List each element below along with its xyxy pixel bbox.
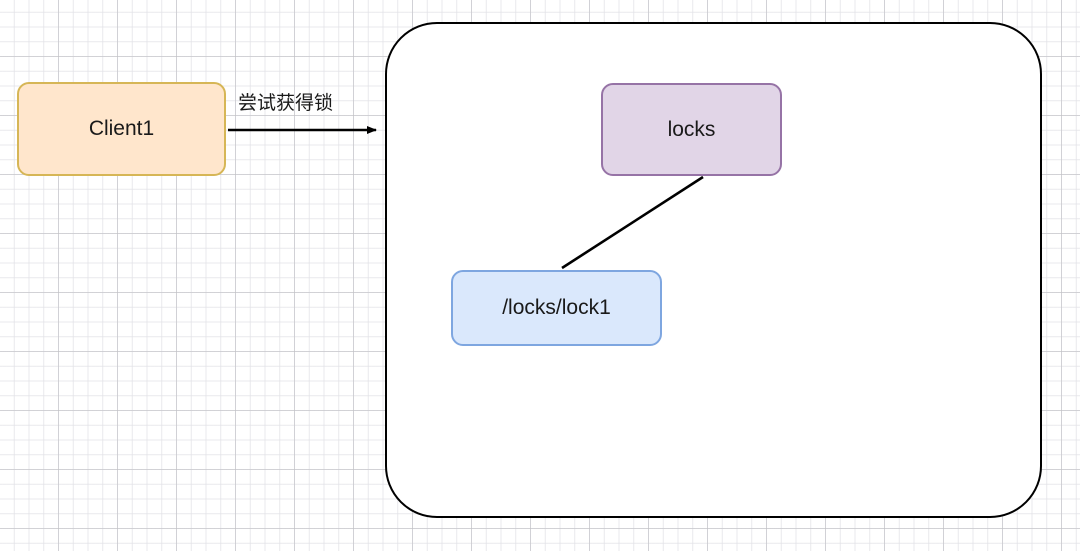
node-client1-label: Client1 — [88, 117, 155, 141]
edge-label-acquire-lock: 尝试获得锁 — [238, 93, 334, 114]
node-locks[interactable]: locks — [601, 83, 782, 176]
node-lock1-label: /locks/lock1 — [502, 296, 611, 320]
node-lock1[interactable]: /locks/lock1 — [451, 270, 662, 346]
node-client1[interactable]: Client1 — [17, 82, 226, 176]
node-locks-label: locks — [667, 117, 716, 141]
